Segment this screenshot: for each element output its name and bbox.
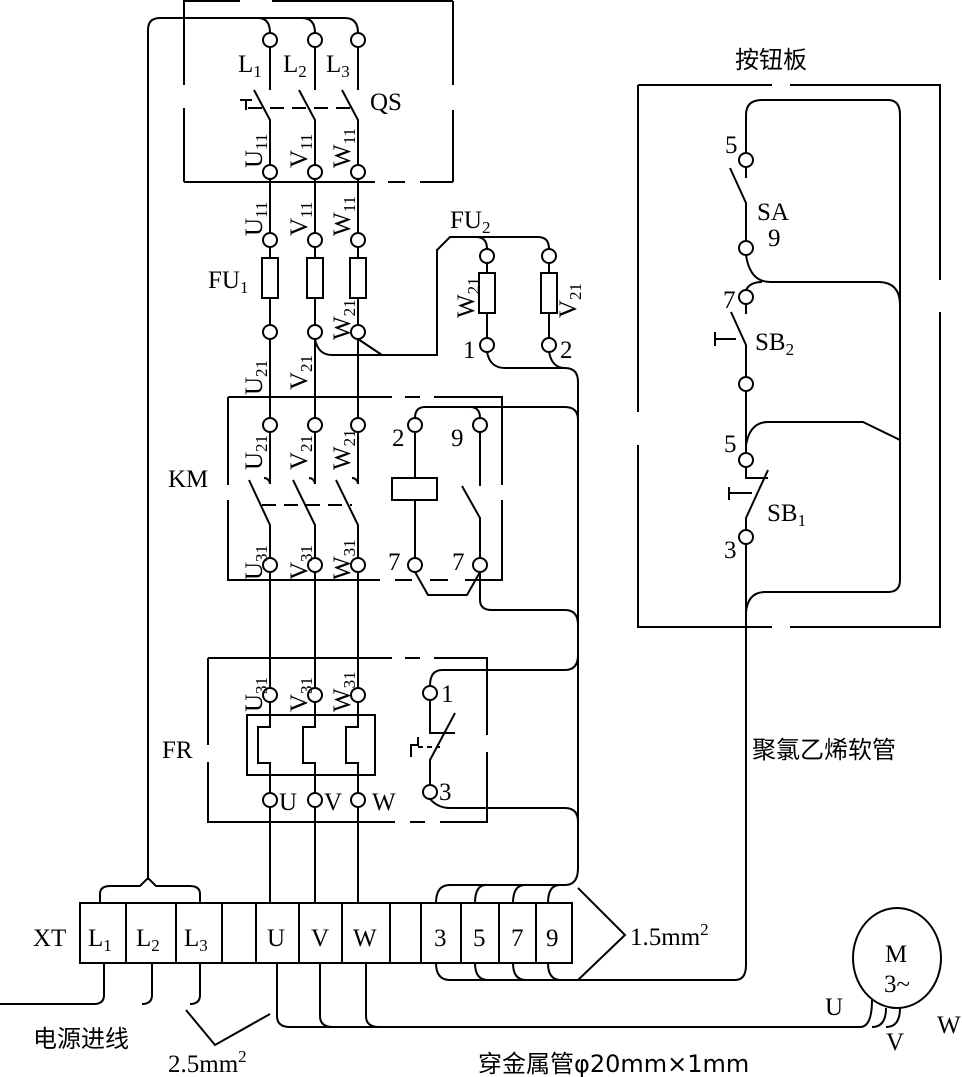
km-label: KM [168, 466, 208, 493]
km-bottom-label: W31 [329, 539, 359, 580]
fr-bottom-label: V [324, 789, 342, 816]
sb2-top-label: 7 [723, 287, 736, 314]
sb1-bottom-label: 3 [724, 537, 737, 564]
km-contactor: KM U21 V21 W21 U31 V31 W31 2 9 7 7 [168, 339, 579, 626]
fu2-label: FU2 [450, 207, 490, 237]
sb1-label: SB1 [767, 500, 806, 530]
button-panel-title: 按钮板 [735, 46, 807, 74]
qs-terminal-label: L2 [283, 51, 307, 81]
km-top-label: V21 [286, 435, 316, 470]
km-bottom-label: V31 [286, 545, 316, 580]
power-input-label: 电源进线 [33, 1025, 129, 1053]
sa-top-label: 5 [725, 132, 738, 159]
button-panel: 按钮板 5 SA 9 7 SB2 5 SB1 3 [637, 46, 941, 628]
fu1-label: FU1 [208, 267, 248, 297]
xt-label: XT [33, 925, 66, 952]
xt-cell: 9 [546, 925, 559, 952]
fu1-top-label: V11 [286, 202, 316, 236]
fu2-terminal-label: 2 [560, 337, 573, 364]
km-coil-top-label: 2 [392, 425, 405, 452]
xt-cell: 3 [434, 925, 447, 952]
km-coil [391, 477, 438, 501]
qs-label: QS [370, 89, 402, 116]
km-top-label: U21 [241, 435, 271, 470]
fr-top-label: V31 [286, 677, 316, 712]
fu1-fuses: FU1 U11 V11 W11 U21 V21 W21 [208, 179, 367, 395]
qs-terminal-label: L1 [238, 51, 262, 81]
xt-cell: W [353, 925, 377, 952]
xt-cell: 5 [473, 925, 486, 952]
sb1-top-label: 5 [724, 431, 737, 458]
qs-terminal-label: L3 [326, 51, 350, 81]
km-aux-bottom-label: 7 [452, 549, 465, 576]
fu1-bottom-label: V21 [286, 355, 316, 390]
xt-cell: L2 [136, 925, 160, 955]
motor-lead-label: U [825, 994, 843, 1021]
motor [852, 907, 942, 1009]
km-bottom-label: U31 [241, 545, 271, 580]
fr-thermal-relay: FR U31 V31 W31 U V W 1 3 [162, 572, 579, 823]
hose-label: 聚氯乙烯软管 [752, 736, 896, 764]
fu1-top-label: W11 [329, 196, 359, 236]
fr-bottom-label: U [279, 789, 297, 816]
motor-lead-label: W [937, 1012, 961, 1039]
xt-terminal-strip: XT L1 L2 L3 U V W 3 5 7 9 [33, 544, 747, 981]
external-wiring: M 3~ U V W 电源进线 2.5mm2 1.5mm2 穿金属管φ20mm×… [0, 736, 961, 1077]
km-coil-bottom-label: 7 [388, 549, 401, 576]
fu2-fuse-label: W21 [453, 277, 483, 318]
fr-label: FR [162, 737, 193, 764]
power-wire-size: 2.5mm2 [168, 1047, 247, 1077]
xt-cell: V [311, 925, 329, 952]
km-top-label: W21 [329, 429, 359, 470]
fu2-fuses: FU2 W21 V21 1 2 [314, 207, 585, 383]
sa-label: SA [757, 199, 789, 226]
qs-bottom-label: W11 [329, 128, 359, 168]
fu2-fuse-label: V21 [555, 283, 585, 318]
qs-bottom-label: U11 [241, 134, 271, 168]
motor-lead-label: V [886, 1029, 904, 1056]
control-wire-size: 1.5mm2 [630, 920, 709, 951]
motor-type: 3~ [884, 971, 910, 998]
xt-cell: L1 [88, 925, 112, 955]
fu2-terminal-label: 1 [463, 337, 476, 364]
sb2-label: SB2 [755, 329, 794, 359]
fu1-bottom-label: U21 [241, 360, 271, 395]
fr-contact-label: 1 [441, 681, 454, 708]
fr-top-label: U31 [241, 677, 271, 712]
km-aux-top-label: 9 [451, 425, 464, 452]
fr-top-label: W31 [329, 671, 359, 712]
fr-bottom-label: W [372, 789, 396, 816]
conduit-label: 穿金属管φ20mm×1mm [478, 1050, 749, 1077]
fr-contact-label: 3 [439, 779, 452, 806]
xt-cell: L3 [184, 925, 208, 955]
fu1-bottom-label: W21 [329, 299, 359, 340]
xt-cell: U [267, 925, 285, 952]
sa-bottom-label: 9 [768, 225, 781, 252]
fu1-top-label: U11 [241, 202, 271, 236]
xt-cell: 7 [511, 925, 524, 952]
qs-bottom-label: V11 [286, 134, 316, 168]
motor-name: M [885, 941, 907, 968]
